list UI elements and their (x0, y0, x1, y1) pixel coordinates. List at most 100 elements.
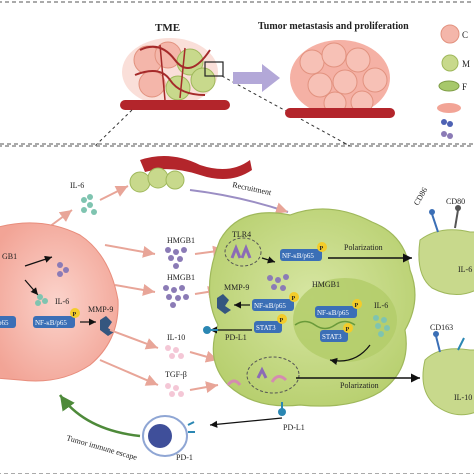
legend-fragment: C M F (437, 24, 470, 139)
top-panel-frame (0, 1, 474, 145)
recruitment-label: Recruitment (232, 180, 273, 197)
hmgb1-b-dots (163, 285, 189, 308)
arrow-tumor-hmgb1a (104, 244, 156, 258)
t-cell-icon (142, 415, 195, 457)
arrow-hmgb1-tumor (24, 255, 53, 267)
mmp9-macro-icon (217, 294, 231, 314)
hmgb1-a-dots (165, 247, 187, 269)
tme-cluster-icon (120, 38, 230, 110)
p-badge-tumor-text: P (73, 312, 77, 318)
metastasis-label: Tumor metastasis and proliferation (258, 21, 409, 32)
il6-tumor-label: IL-6 (55, 297, 69, 306)
il6-macro-dots (373, 315, 390, 337)
receptor-c-icon (226, 379, 242, 386)
il6-tumor-dots (35, 294, 48, 306)
stat3-b-box (320, 330, 348, 342)
p-badge-stat3-b-text: P (346, 327, 350, 333)
polarization-bottom-label: Polarization (340, 381, 379, 390)
il6-macro-label: IL-6 (374, 301, 388, 310)
nfkb-tumor-text: NF-κB/p65 (35, 319, 67, 327)
nfkb-macro-top-text: NF-κB/p65 (282, 252, 314, 260)
arrow-tumor-tgfb (99, 359, 159, 386)
p-badge-nucleus (352, 299, 362, 309)
tlr4-label: TLR4 (232, 230, 251, 239)
arrow-il6-vessel (99, 185, 129, 201)
tgfb-dots (165, 383, 184, 397)
arrow-pdl1-pd1 (209, 417, 283, 428)
immune-escape-label: Tumor immune escape (65, 433, 138, 462)
il10-label: IL-10 (167, 333, 185, 342)
il10-dots (165, 345, 184, 359)
receptor-b-icon (270, 375, 288, 383)
nfkb-nucleus-box (315, 306, 357, 318)
hmgb1-b-label: HMGB1 (167, 273, 195, 282)
hmgb1-left-label: GB1 (2, 252, 17, 261)
zoom-line-left (94, 109, 133, 147)
pd1-label: PD-1 (176, 453, 193, 462)
p-badge-stat3-a-text: P (280, 318, 284, 324)
il6-top-label: IL-6 (70, 181, 84, 190)
receptor-icon (256, 366, 268, 379)
stat3-a-box (254, 321, 282, 333)
p-badge-stat3-a (277, 314, 287, 324)
p-badge-nucleus-text: P (355, 303, 359, 309)
p-badge-macro-top-text: P (320, 246, 324, 252)
tme-label: TME (155, 22, 180, 34)
nfkb-nucleus-text: NF-κB/p65 (317, 309, 349, 317)
p-badge-macro-mid (289, 292, 299, 302)
il6-top-dots (81, 194, 97, 215)
tumor-cell-icon (0, 222, 119, 382)
pdl1-receptor-icon (203, 326, 218, 334)
p65-left-text: p65 (0, 319, 9, 327)
il-frag-m1-label: IL-6 (458, 265, 472, 274)
receptor-zoom-circle (246, 356, 300, 394)
arrow-il6-loop (329, 344, 371, 365)
hmgb1-a-label: HMGB1 (167, 236, 195, 245)
legend-c-text: C (462, 30, 468, 40)
cd80-label: CD80 (446, 197, 465, 206)
il10-m2-label: IL-10 (454, 393, 472, 402)
pdl1-bottom-receptor-icon (278, 402, 286, 416)
tumor-mass-icon (285, 40, 395, 118)
stat3-a-text: STAT3 (256, 324, 276, 332)
tlr4-zoom-circle (224, 237, 262, 267)
recruitment-arrow (189, 189, 289, 214)
p65-left-box (0, 316, 16, 328)
hmgb1-macro-label: HMGB1 (312, 280, 340, 289)
polarization-top-label: Polarization (344, 243, 383, 252)
legend-m-text: M (462, 59, 470, 69)
macrophage-nucleus (293, 278, 397, 362)
mmp9-tumor-label: MMP-9 (88, 305, 113, 314)
p-badge-macro-top (317, 242, 327, 252)
arrow-tumor-il10 (109, 329, 159, 350)
arrow-tumor-hmgb1b (114, 284, 156, 296)
cd86-label: CD86 (412, 186, 429, 207)
arrow-tlr4-nfkb (261, 256, 276, 264)
m1-macrophage-icon (418, 205, 474, 295)
bottom-panel-frame (0, 145, 474, 474)
tgfb-label: TGF-β (165, 370, 187, 379)
pdl1-macro-label: PD-L1 (225, 333, 247, 342)
pdl1-bottom-label: PD-L1 (283, 423, 305, 432)
dna-strand (294, 320, 356, 330)
m2-macrophage-icon (422, 331, 474, 416)
p-badge-stat3-b (343, 323, 353, 333)
progression-arrow-icon (233, 64, 280, 92)
nfkb-macro-mid-box (252, 299, 294, 311)
arrow-il6-tumor (24, 279, 39, 296)
nfkb-macro-mid-text: NF-κB/p65 (254, 302, 286, 310)
stat3-b-text: STAT3 (322, 333, 342, 341)
p-badge-tumor (70, 308, 80, 318)
nfkb-macro-top-box (280, 249, 322, 261)
hmgb1-macro-dots (267, 274, 289, 291)
immune-escape-arrow (58, 394, 141, 438)
hmgb1-tumor-dots (57, 262, 69, 277)
legend-f-text: F (462, 82, 467, 92)
tlr4-receptor-icon (230, 243, 252, 259)
vessel-icon (129, 156, 252, 193)
p-badge-macro-mid-text: P (292, 296, 296, 302)
arrow-il10-macro (189, 350, 219, 363)
mmp9-macro-label: MMP-9 (224, 283, 249, 292)
